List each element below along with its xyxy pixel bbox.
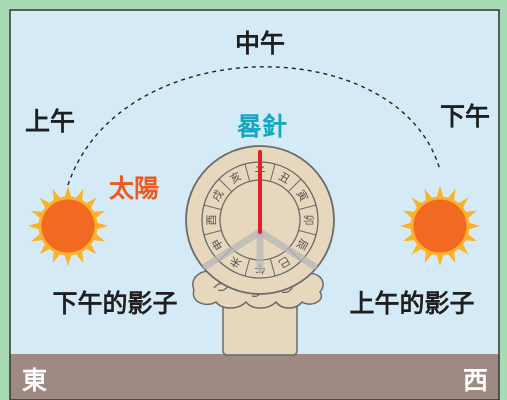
dial-hour-character: 卯 bbox=[302, 215, 315, 226]
label-east: 東 bbox=[22, 366, 47, 395]
dial-division-line bbox=[244, 163, 251, 182]
sun-right-icon bbox=[400, 186, 480, 266]
dial-division-line bbox=[203, 204, 222, 211]
sun-disc bbox=[410, 196, 470, 256]
sun-path-arc bbox=[67, 66, 441, 186]
dial-hour-character: 酉 bbox=[205, 215, 218, 226]
dial-division-line bbox=[218, 178, 233, 193]
dial-division-line bbox=[287, 178, 302, 193]
frame-outline bbox=[9, 9, 500, 400]
label-sun: 太陽 bbox=[109, 174, 159, 203]
label-gnomon: 晷針 bbox=[237, 112, 287, 141]
dial-division-line bbox=[269, 258, 276, 277]
sun-left-icon bbox=[28, 186, 108, 266]
label-noon: 中午 bbox=[235, 29, 285, 58]
dial-division-line bbox=[269, 163, 276, 182]
sundial-face: 子丑寅卯辰巳午未申酉戌亥 bbox=[185, 145, 335, 295]
dial-division-line bbox=[203, 229, 222, 236]
afternoon-shadow-line bbox=[256, 228, 318, 270]
morning-shadow-line bbox=[202, 228, 264, 270]
dial-division-line bbox=[298, 204, 317, 211]
label-afternoon: 下午 bbox=[440, 102, 490, 131]
dial-division-line bbox=[298, 229, 317, 236]
label-afternoon-shadow: 下午的影子 bbox=[52, 289, 177, 318]
sun-disc bbox=[38, 196, 98, 256]
label-west: 西 bbox=[463, 366, 488, 395]
label-morning-shadow: 上午的影子 bbox=[349, 289, 474, 318]
ground-strip bbox=[10, 354, 499, 400]
dial-division-line bbox=[244, 258, 251, 277]
label-morning: 上午 bbox=[25, 107, 75, 136]
